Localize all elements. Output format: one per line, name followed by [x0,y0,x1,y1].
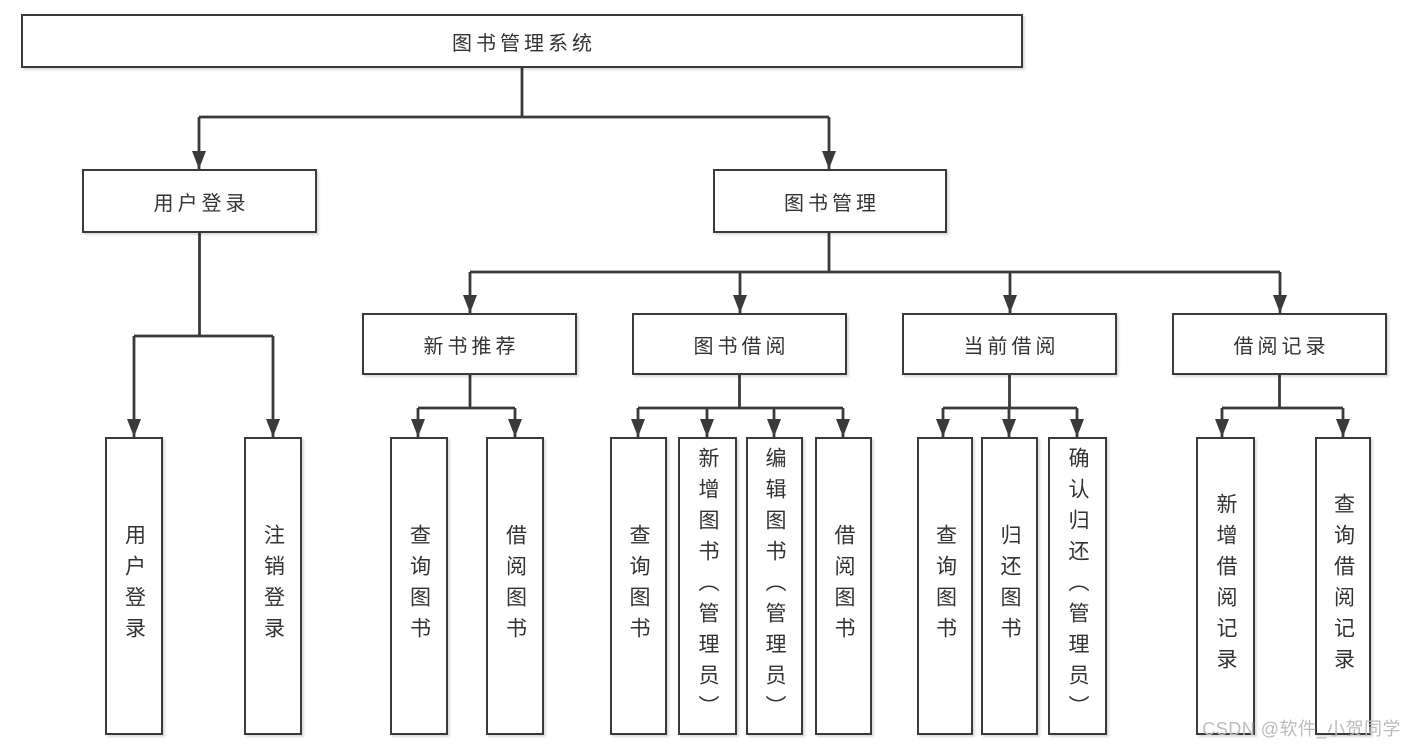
leaf-user-login: 用户登录 [105,437,163,735]
leaf-borrow-edit-books-admin: 编辑图书（管理员） [746,437,803,735]
leaf-current-confirm-return-admin: 确认归还（管理员） [1048,437,1107,735]
node-borrow-records-label: 借阅记录 [1233,335,1330,358]
leaf-current-return-books-label: 归还图书 [998,524,1021,648]
node-user-login: 用户登录 [82,169,317,233]
leaf-logout-label: 注销登录 [261,524,285,648]
node-book-borrow: 图书借阅 [632,313,847,375]
leaf-recommend-query-books-label: 查询图书 [407,524,431,648]
node-library-management-system: 图书管理系统 [21,14,1023,68]
leaf-user-login-label: 用户登录 [122,524,146,648]
leaf-borrow-edit-books-admin-label: 编辑图书（管理员） [763,446,786,726]
node-current-borrow: 当前借阅 [902,313,1117,375]
node-book-management-label: 图书管理 [784,192,880,215]
node-book-borrow-label: 图书借阅 [693,335,790,358]
node-user-login-label: 用户登录 [153,192,250,215]
leaf-logout: 注销登录 [244,437,302,735]
leaf-current-query-books: 查询图书 [917,437,973,735]
leaf-recommend-borrow-books: 借阅图书 [486,437,544,735]
csdn-watermark: CSDN @软件_小贺同学 [1202,719,1401,739]
leaf-borrow-query-books-label: 查询图书 [627,524,650,648]
node-borrow-records: 借阅记录 [1172,313,1387,375]
node-library-management-system-label: 图书管理系统 [452,32,596,55]
leaf-borrow-add-books-admin: 新增图书（管理员） [678,437,737,735]
node-new-book-recommend: 新书推荐 [362,313,577,375]
leaf-recommend-query-books: 查询图书 [390,437,448,735]
leaf-records-add-record-label: 新增借阅记录 [1214,493,1237,679]
leaf-records-query-record-label: 查询借阅记录 [1331,493,1355,679]
leaf-records-query-record: 查询借阅记录 [1315,437,1371,735]
leaf-current-query-books-label: 查询图书 [933,524,957,648]
node-current-borrow-label: 当前借阅 [963,335,1060,358]
leaf-records-add-record: 新增借阅记录 [1196,437,1255,735]
node-new-book-recommend-label: 新书推荐 [423,335,520,358]
leaf-borrow-query-books: 查询图书 [610,437,667,735]
leaf-borrow-add-books-admin-label: 新增图书（管理员） [696,446,719,726]
leaf-current-confirm-return-admin-label: 确认归还（管理员） [1066,446,1089,726]
node-book-management: 图书管理 [713,169,947,233]
leaf-borrow-borrow-books: 借阅图书 [815,437,872,735]
leaf-current-return-books: 归还图书 [981,437,1038,735]
leaf-borrow-borrow-books-label: 借阅图书 [832,524,855,648]
leaf-recommend-borrow-books-label: 借阅图书 [503,524,527,648]
